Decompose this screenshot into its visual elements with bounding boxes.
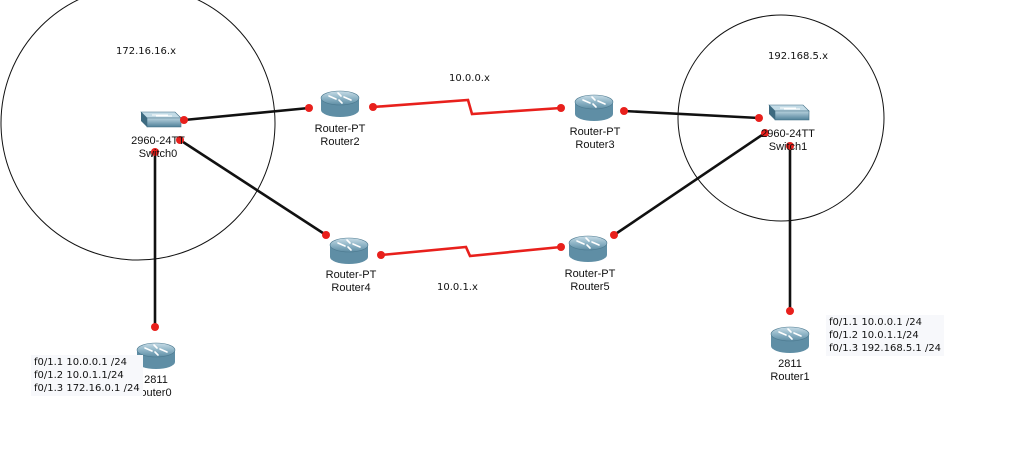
router2-label[interactable]: Router-PT Router2 (295, 123, 385, 149)
device-name: Router1 (770, 371, 810, 383)
router1-icon[interactable] (770, 326, 810, 354)
device-model: 2960-24TT (131, 135, 185, 147)
router0-label[interactable]: 2811 outer0 (116, 374, 196, 400)
port-dot (176, 136, 184, 144)
port-dot (761, 129, 769, 137)
device-model: Router-PT (564, 268, 616, 280)
note-line: f0/1.1 10.0.0.1 /24 (829, 317, 922, 328)
router5-icon[interactable] (568, 235, 608, 263)
router1-label[interactable]: 2811 Router1 (750, 358, 830, 384)
device-model: Router-PT (569, 126, 621, 138)
serial-cable-router2-router3 (372, 98, 562, 116)
port-dot (151, 148, 159, 156)
router0-icon[interactable] (136, 342, 176, 370)
switch1-icon[interactable] (768, 104, 810, 121)
port-dot (755, 114, 763, 122)
device-model: 2811 (778, 358, 802, 370)
cable-router3-switch1 (623, 109, 760, 120)
router4-label[interactable]: Router-PT Router4 (306, 269, 396, 295)
port-indicators (151, 103, 794, 331)
router0-interface-note: f0/1.1 10.0.0.1 /24 f0/1.2 10.0.1.1/24 f… (31, 355, 143, 396)
port-dot (786, 142, 794, 150)
serial-cable-router4-router5 (380, 245, 562, 258)
device-name: Switch0 (138, 148, 178, 160)
link-label-bottom: 10.0.1.x (437, 282, 478, 293)
network-circle-right (677, 14, 885, 222)
network-label-left: 172.16.16.x (116, 46, 176, 57)
link-label-top: 10.0.0.x (449, 73, 490, 84)
device-name: Router3 (575, 139, 615, 151)
switch1-label[interactable]: 2960-24TT Switch1 (738, 128, 838, 154)
device-model: Router-PT (314, 123, 366, 135)
switch0-icon[interactable] (140, 111, 182, 128)
port-dot (786, 307, 794, 315)
device-name: outer0 (140, 387, 172, 399)
serial-cables (372, 98, 562, 258)
network-label-right: 192.168.5.x (768, 51, 828, 62)
device-model: Router-PT (325, 269, 377, 281)
device-name: Router2 (320, 136, 360, 148)
port-dot (620, 107, 628, 115)
router3-icon[interactable] (574, 94, 614, 122)
device-model: 2960-24TT (761, 128, 815, 140)
device-name: Router4 (331, 282, 371, 294)
port-dot (610, 231, 618, 239)
port-dot (557, 243, 565, 251)
cable-router5-switch1 (613, 131, 766, 237)
port-dot (151, 323, 159, 331)
port-dot (180, 116, 188, 124)
cable-switch0-router2 (183, 106, 310, 122)
router2-icon[interactable] (320, 90, 360, 118)
note-line: f0/1.3 172.16.0.1 /24 (34, 383, 140, 394)
device-model: 2811 (144, 374, 168, 386)
ethernet-cables (153, 106, 792, 327)
router4-icon[interactable] (329, 237, 369, 265)
port-dot (557, 104, 565, 112)
router5-label[interactable]: Router-PT Router5 (545, 268, 635, 294)
note-line: f0/1.2 10.0.1.1/24 (829, 330, 919, 341)
note-line: f0/1.1 10.0.0.1 /24 (34, 357, 127, 368)
switch0-label[interactable]: 2960-24TT Switch0 (108, 135, 208, 161)
port-dot (377, 251, 385, 259)
note-line: f0/1.3 192.168.5.1 /24 (829, 343, 942, 354)
network-circle-left (0, 0, 276, 261)
port-dot (322, 231, 330, 239)
router1-interface-note: f0/1.1 10.0.0.1 /24 f0/1.2 10.0.1.1/24 f… (826, 315, 945, 356)
port-dot (369, 103, 377, 111)
device-name: Switch1 (768, 141, 808, 153)
cable-switch0-router4 (179, 138, 327, 237)
note-line: f0/1.2 10.0.1.1/24 (34, 370, 124, 381)
router3-label[interactable]: Router-PT Router3 (550, 126, 640, 152)
device-name: Router5 (570, 281, 610, 293)
port-dot (305, 104, 313, 112)
